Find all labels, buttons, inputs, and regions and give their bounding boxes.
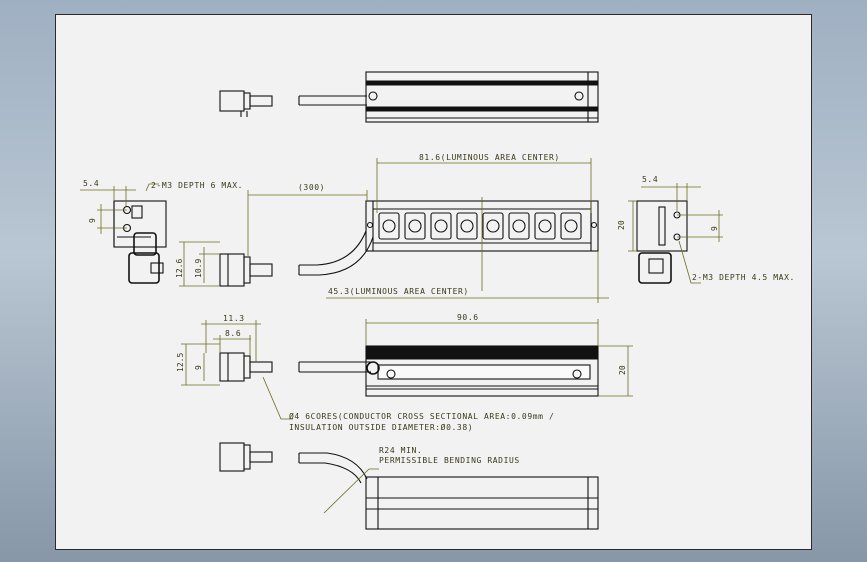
dim-90-6: 90.6 [457,313,479,322]
dim-20-right: 20 [617,220,626,230]
dim-10-9: 10.9 [194,259,203,278]
dim-9-right: 9 [710,226,719,231]
connector-bottom [219,442,245,472]
left-end-view [113,200,167,248]
hole-left-label: 2-M3 DEPTH 6 MAX. [151,181,243,190]
dim-5-4-left: 5.4 [83,179,99,188]
dim-12-5: 12.5 [176,353,185,372]
bend-note-line-1: R24 MIN. [379,446,422,455]
annotations: 81.6(LUMINOUS AREA CENTER) 45.3(LUMINOUS… [83,153,795,465]
top-view [219,71,599,123]
dim-12-6: 12.6 [175,259,184,278]
bottom-view [219,442,599,530]
dim-9-left: 9 [88,218,97,223]
luminous-top-label: 81.6(LUMINOUS AREA CENTER) [419,153,560,162]
cable-note-line-1: Ø4 6CORES(CONDUCTOR CROSS SECTIONAL AREA… [289,411,554,421]
right-end-view [636,200,688,252]
light-bar-bottom [365,476,599,530]
front-view [113,197,688,291]
connector-front [219,253,245,287]
technical-drawing: 81.6(LUMINOUS AREA CENTER) 45.3(LUMINOUS… [80,71,795,530]
drawing-sheet: 81.6(LUMINOUS AREA CENTER) 45.3(LUMINOUS… [55,14,812,550]
cable-length-label: (300) [298,183,325,192]
dim-9-mid: 9 [194,365,203,370]
left-end-connector [128,252,160,284]
bend-note-line-2: PERMISSIBLE BENDING RADIUS [379,456,520,465]
dimensions [80,158,723,514]
luminous-bottom-label: 45.3(LUMINOUS AREA CENTER) [328,287,469,296]
led-array [378,212,582,240]
dim-11-3: 11.3 [223,314,245,323]
cable-note-line-2: INSULATION OUTSIDE DIAMETER:Ø0.38) [289,422,473,432]
cable-bent [299,230,367,266]
side-view [219,345,599,397]
dim-20-mid: 20 [618,365,627,375]
connector-body-top [219,90,245,112]
dim-8-6: 8.6 [225,329,241,338]
connector-side [219,352,245,382]
dim-5-4-right: 5.4 [642,175,658,184]
light-bar-top [365,71,599,123]
hole-right-label: 2-M3 DEPTH 4.5 MAX. [692,273,795,282]
right-end-connector [638,252,672,284]
